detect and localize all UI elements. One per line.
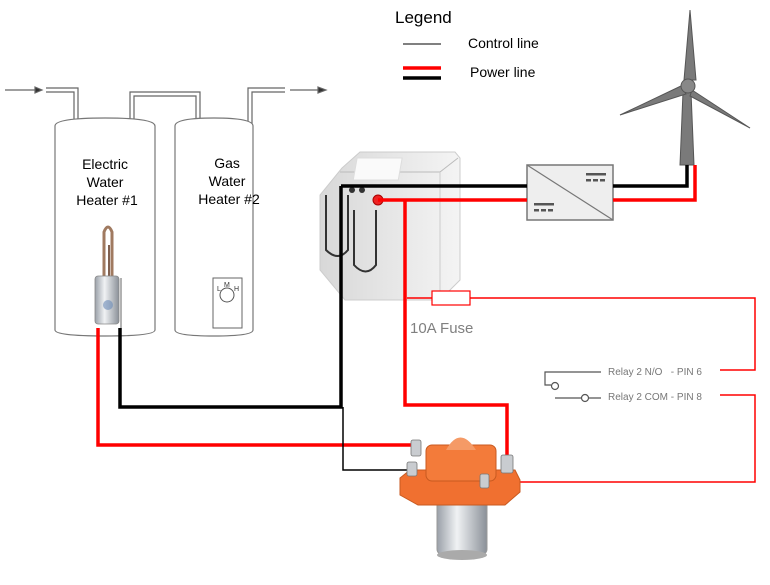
- relay-symbol: [544, 371, 601, 403]
- power-negative-wires: [118, 165, 689, 409]
- contactor-icon: [399, 437, 521, 560]
- legend-power-label: Power line: [470, 64, 536, 80]
- svg-text:H: H: [234, 286, 239, 293]
- legend-title: Legend: [395, 8, 452, 27]
- svg-text:M: M: [224, 282, 230, 289]
- inverter-icon: [526, 164, 614, 221]
- battery-icon: [319, 151, 461, 301]
- legend-control-label: Control line: [468, 35, 539, 51]
- fuse-icon: [431, 290, 471, 306]
- control-wires-red: [407, 297, 756, 483]
- gas-water-heater: Gas Water Heater #2 L M H: [174, 117, 260, 337]
- wind-turbine-icon: [619, 9, 751, 166]
- relay-com-label: Relay 2 COM - PIN 8: [608, 392, 702, 403]
- heater-2-label: Gas Water Heater #2: [198, 155, 260, 207]
- heater-1-label: Electric Water Heater #1: [76, 156, 138, 208]
- electric-water-heater: Electric Water Heater #1: [54, 117, 156, 337]
- control-wire-black: [342, 407, 413, 471]
- tank-outline: [54, 117, 156, 337]
- thermostat-dial-icon: L M H: [212, 277, 243, 329]
- heating-element-icon: [94, 225, 122, 328]
- legend: Legend Control line Power line: [395, 8, 539, 80]
- fuse-label: 10A Fuse: [410, 320, 473, 337]
- relay-no-label: Relay 2 N/O - PIN 6: [608, 367, 702, 378]
- svg-text:L: L: [217, 286, 221, 293]
- water-pipes: [5, 86, 328, 125]
- power-positive-wires: [96, 165, 697, 462]
